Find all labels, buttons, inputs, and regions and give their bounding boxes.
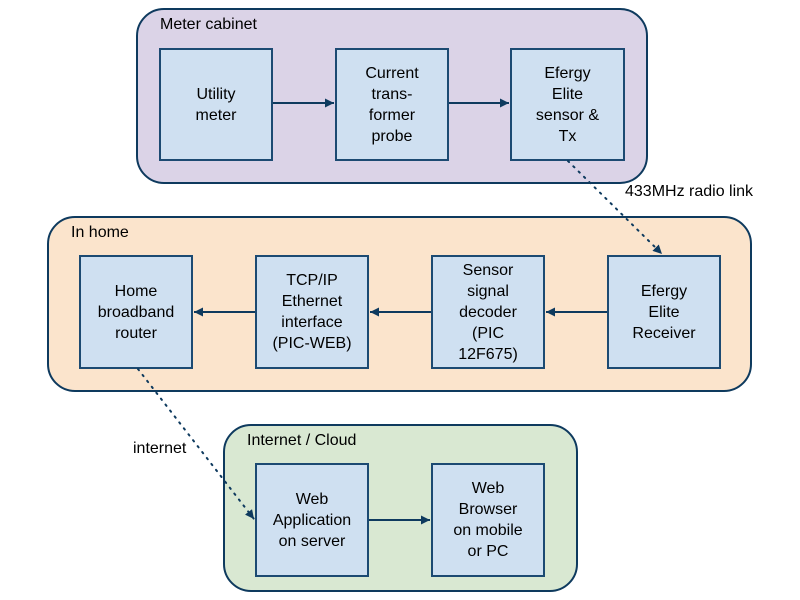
node-efergy-receiver: Efergy Elite Receiver xyxy=(607,255,721,369)
node-web-browser: Web Browser on mobile or PC xyxy=(431,463,545,577)
node-utility-meter: Utility meter xyxy=(159,48,273,161)
group-label-cloud: Internet / Cloud xyxy=(247,432,357,449)
group-label-meter-cabinet: Meter cabinet xyxy=(160,16,257,33)
node-signal-decoder: Sensor signal decoder (PIC 12F675) xyxy=(431,255,545,369)
group-label-in-home: In home xyxy=(71,224,129,241)
node-web-app: Web Application on server xyxy=(255,463,369,577)
node-efergy-sensor: Efergy Elite sensor & Tx xyxy=(510,48,625,161)
edge-label-radio: 433MHz radio link xyxy=(625,183,754,200)
node-router: Home broadband router xyxy=(79,255,193,369)
node-ethernet-interface: TCP/IP Ethernet interface (PIC-WEB) xyxy=(255,255,369,369)
node-ct-probe: Current trans- former probe xyxy=(335,48,449,161)
edge-label-internet: internet xyxy=(133,440,187,457)
